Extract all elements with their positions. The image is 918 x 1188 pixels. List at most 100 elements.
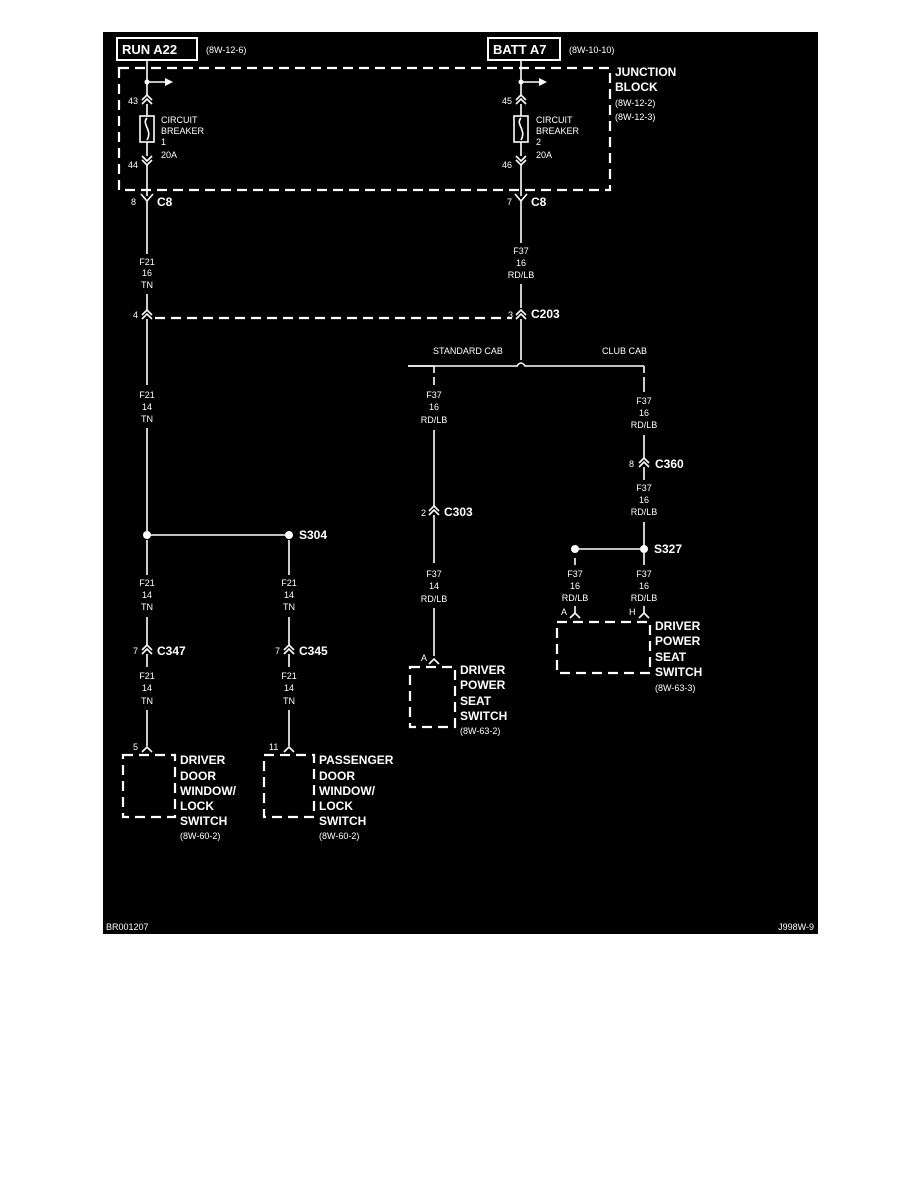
breaker2-number: 2 [536,137,541,147]
passenger-door-line5: SWITCH [319,814,366,828]
c203-right-pin: 3 [508,310,513,320]
footer-left-code: BR001207 [106,922,149,932]
wire-f37-club2-color: RD/LB [631,507,658,517]
wire-f37-s327h-gauge: 16 [639,581,649,591]
seat-std-line2: POWER [460,678,506,692]
seat-club-line2: POWER [655,634,701,648]
run-a22-label: RUN A22 [122,42,177,57]
c347-name: C347 [157,644,186,658]
wire-f21-d-gauge: 14 [284,590,294,600]
c8-left-pin: 8 [131,197,136,207]
c303-name: C303 [444,505,473,519]
breaker1-pin-out: 44 [128,160,138,170]
wire-f37-std2-color: RD/LB [421,594,448,604]
batt-a7-ref: (8W-10-10) [569,45,614,55]
c8-right-pin: 7 [507,197,512,207]
wire-f37-std-color: RD/LB [421,415,448,425]
breaker1-number: 1 [161,137,166,147]
seat-club-pin-h: H [629,607,636,617]
wire-f21-f-color: TN [283,696,295,706]
wire-f21-c-color: TN [141,602,153,612]
wire-f37-std-circuit: F37 [426,390,442,400]
wire-f37-a-circuit: F37 [513,246,529,256]
c8-right-name: C8 [531,195,547,209]
wire-f37-s327a-gauge: 16 [570,581,580,591]
wire-f21-e-circuit: F21 [139,671,155,681]
passenger-door-outline [262,753,316,819]
seat-club-pin-a: A [561,607,567,617]
passenger-door-line1: PASSENGER [319,753,394,767]
driver-door-line2: DOOR [180,769,216,783]
wire-f21-e-color: TN [141,696,153,706]
diagram-background [103,32,818,934]
wire-f21-d-color: TN [283,602,295,612]
breaker2-line2: BREAKER [536,126,580,136]
wire-f37-std-gauge: 16 [429,402,439,412]
seat-std-line4: SWITCH [460,709,507,723]
c203-right-name: C203 [531,307,560,321]
wire-f21-a-color: TN [141,280,153,290]
wire-f21-f-gauge: 14 [284,683,294,693]
passenger-door-line4: LOCK [319,799,353,813]
passenger-door-pin: 11 [269,742,278,752]
driver-door-line5: SWITCH [180,814,227,828]
c203-left-pin: 4 [133,310,138,320]
breaker2-pin-out: 46 [502,160,512,170]
seat-club-line4: SWITCH [655,665,702,679]
seat-std-pin-a: A [421,653,427,663]
batt-a7-box [487,37,561,61]
wire-f37-club2-gauge: 16 [639,495,649,505]
c360-pin: 8 [629,459,634,469]
breaker2-line1: CIRCUIT [536,115,573,125]
passenger-door-line3: WINDOW/ [319,784,376,798]
branch-club-cab: CLUB CAB [602,346,647,356]
wire-f37-s327a-color: RD/LB [562,593,589,603]
wire-f37-s327h-color: RD/LB [631,593,658,603]
passenger-door-line2: DOOR [319,769,355,783]
c303-pin: 2 [421,508,426,518]
wire-f37-s327a-circuit: F37 [567,569,583,579]
wire-f21-f-circuit: F21 [281,671,297,681]
c345-name: C345 [299,644,328,658]
wire-f37-std2-gauge: 14 [429,581,439,591]
c360-name: C360 [655,457,684,471]
wire-f21-d-circuit: F21 [281,578,297,588]
breaker2-rating: 20A [536,150,552,160]
wire-f37-s327h-circuit: F37 [636,569,652,579]
breaker1-line2: BREAKER [161,126,205,136]
junction-block-ref-1: (8W-12-2) [615,98,655,108]
wire-f37-std2-circuit: F37 [426,569,442,579]
splice-s327-label: S327 [654,542,682,556]
wire-f21-a-gauge: 16 [142,268,152,278]
seat-club-line3: SEAT [655,650,687,664]
wire-f37-a-gauge: 16 [516,258,526,268]
wire-f37-a-color: RD/LB [508,270,535,280]
splice-s304-label: S304 [299,528,327,542]
driver-door-line3: WINDOW/ [180,784,237,798]
driver-door-outline [121,753,177,819]
junction-block-outline [117,66,612,192]
c347-pin: 7 [133,646,138,656]
wire-f21-b-color: TN [141,414,153,424]
wire-f21-a-circuit: F21 [139,257,155,267]
junction-block-name-1: JUNCTION [615,65,676,79]
c345-pin: 7 [275,646,280,656]
seat-std-line1: DRIVER [460,663,506,677]
junction-block-name-2: BLOCK [615,80,658,94]
seat-club-outline [555,620,652,675]
branch-standard-cab: STANDARD CAB [433,346,503,356]
breaker1-line1: CIRCUIT [161,115,198,125]
splice-s304-dot [285,531,293,539]
footer-right-code: J998W-9 [778,922,814,932]
seat-std-ref: (8W-63-2) [460,726,500,736]
batt-a7-label: BATT A7 [493,42,546,57]
wire-f37-club-color: RD/LB [631,420,658,430]
wire-f37-club-gauge: 16 [639,408,649,418]
wire-f21-c-circuit: F21 [139,578,155,588]
wire-f37-club2-circuit: F37 [636,483,652,493]
wire-f21-b-circuit: F21 [139,390,155,400]
wire-f21-e-gauge: 14 [142,683,152,693]
breaker1-rating: 20A [161,150,177,160]
seat-club-line1: DRIVER [655,619,701,633]
